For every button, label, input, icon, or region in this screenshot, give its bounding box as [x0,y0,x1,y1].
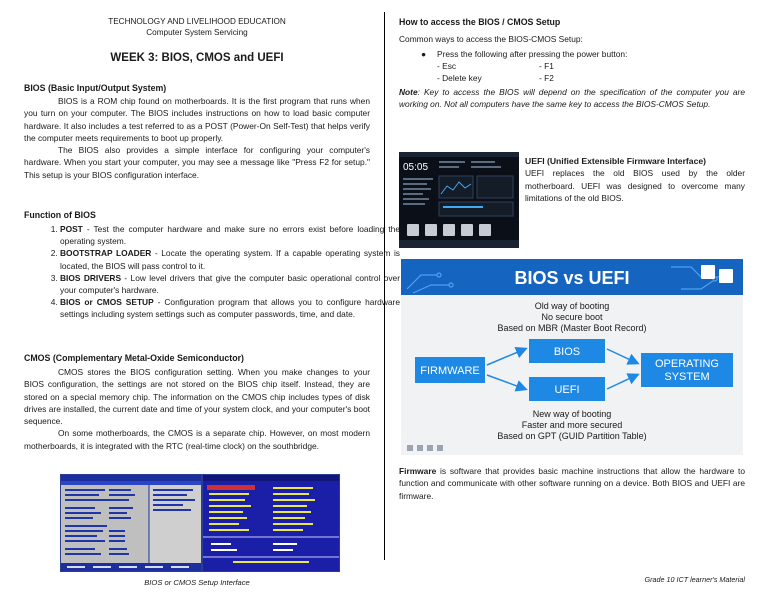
bios-paragraph-2: The BIOS also provides a simple interfac… [24,145,370,180]
cmos-setup-screen-art [203,475,339,563]
list-item: POST - Test the computer hardware and ma… [60,223,400,247]
key-f1: - F1 [539,61,554,71]
list-item: BOOTSTRAP LOADER - Locate the operating … [60,247,400,271]
uefi-heading: UEFI (Unified Extensible Firmware Interf… [525,156,706,166]
firmware-label: FIRMWARE [420,365,479,377]
uefi-screenshot: 05:05 [399,152,519,248]
uefi-box [529,377,605,401]
os-box [641,353,733,387]
diagram-title: BIOS vs UEFI [514,268,629,288]
uefi-screen-art: 05:05 [399,152,519,248]
bios-heading: BIOS (Basic Input/Output System) [24,83,167,93]
cmos-paragraph-2: On some motherboards, the CMOS is a sepa… [24,428,370,451]
bios-vs-uefi-diagram: BIOS vs UEFI Old way of booting No secur… [401,259,743,455]
bullet-icon: ● [421,49,427,59]
access-heading: How to access the BIOS / CMOS Setup [399,17,561,27]
cmos-section: CMOS stores the BIOS configuration setti… [24,366,370,452]
bios-vs-uefi-graphic: BIOS vs UEFI Old way of booting No secur… [401,259,743,451]
uefi-text: UEFI replaces the old BIOS used by the o… [525,168,745,203]
bios-box [529,339,605,363]
uefi-clock: 05:05 [403,162,428,173]
key-f2: - F2 [539,73,554,83]
arrow-uefi-to-os [606,373,640,390]
uefi-section: UEFI (Unified Extensible Firmware Interf… [525,155,745,204]
key-delete: - Delete key [437,73,482,83]
old-way-line-3: Based on MBR (Master Boot Record) [497,323,646,333]
access-bullet-text: Press the following after pressing the p… [437,49,628,59]
page-footer: Grade 10 ICT learner's Material [644,575,745,584]
cmos-heading: CMOS (Complementary Metal-Oxide Semicond… [24,353,244,363]
access-note: Note: Key to access the BIOS will depend… [399,87,745,110]
course-title: Computer System Servicing [146,28,248,37]
firmware-paragraph: Firmware is software that provides basic… [399,466,745,501]
functions-list: POST - Test the computer hardware and ma… [24,223,400,321]
bios-section: BIOS is a ROM chip found on motherboards… [24,95,370,181]
cmos-paragraph-1: CMOS stores the BIOS configuration setti… [24,367,370,427]
functions-heading: Function of BIOS [24,210,96,220]
arrow-firmware-to-bios [486,346,528,366]
access-intro: Common ways to access the BIOS-CMOS Setu… [399,34,583,44]
os-label-1: OPERATING [655,358,719,370]
bios-setup-screenshot-blue [202,474,340,572]
new-way-line-3: Based on GPT (GUID Partition Table) [497,431,646,441]
new-way-line-1: New way of booting [533,409,612,419]
bios-setup-screenshot-classic [60,474,202,572]
list-item: BIOS DRIVERS - Low level drivers that gi… [60,272,400,296]
arrow-firmware-to-uefi [486,374,528,392]
new-way-line-2: Faster and more secured [522,420,623,430]
column-divider [384,12,385,560]
old-way-line-2: No secure boot [541,312,603,322]
bios-paragraph-1: BIOS is a ROM chip found on motherboards… [24,96,370,143]
page-title: WEEK 3: BIOS, CMOS and UEFI [110,52,284,64]
bios-setup-screen-art [61,475,201,571]
bios-label: BIOS [554,346,580,358]
arrow-bios-to-os [606,348,640,365]
os-label-2: SYSTEM [664,371,709,383]
list-item: BIOS or CMOS SETUP - Configuration progr… [60,296,400,320]
firmware-box [415,357,485,383]
old-way-line-1: Old way of booting [535,301,610,311]
figure-caption: BIOS or CMOS Setup Interface [144,578,250,587]
subject-title: TECHNOLOGY AND LIVELIHOOD EDUCATION [108,17,286,26]
uefi-label: UEFI [554,384,579,396]
key-esc: - Esc [437,61,457,71]
